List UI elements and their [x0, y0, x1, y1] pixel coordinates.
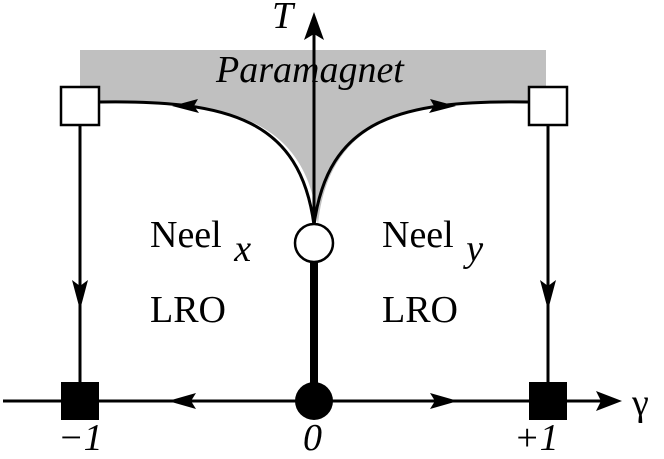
- flow-arrow-axis-left: [168, 393, 196, 409]
- tick-label-plus-one: +1: [514, 417, 559, 459]
- tick-label-zero: 0: [303, 417, 322, 459]
- flow-arrow-left: [172, 99, 199, 113]
- open-square-right: [527, 85, 569, 127]
- flow-arrow-left-down: [72, 280, 88, 310]
- neel-x-label: Neel x: [150, 214, 251, 270]
- paramagnet-label: Paramagnet: [215, 49, 405, 91]
- flow-curve-right: [312, 100, 529, 226]
- open-square-left: [59, 85, 101, 127]
- flow-arrow-right-down: [540, 280, 556, 310]
- flow-curve-left: [99, 100, 316, 226]
- neel-y-subscript: y: [462, 228, 483, 270]
- tick-label-minus-one: −1: [58, 417, 103, 459]
- neel-x-subscript: x: [233, 228, 251, 270]
- filled-square-right: [529, 382, 567, 420]
- neel-y-label: Neel y: [382, 214, 483, 270]
- neel-x-name: Neel: [150, 214, 222, 256]
- gamma-axis-label: γ: [631, 382, 649, 424]
- neel-y-name: Neel: [382, 214, 454, 256]
- filled-square-left: [61, 382, 99, 420]
- filled-circle-origin: [295, 382, 333, 420]
- gamma-axis-arrowhead: [596, 391, 622, 411]
- t-axis-arrowhead: [304, 12, 324, 40]
- t-axis-label: T: [272, 0, 296, 37]
- flow-arrow-right: [429, 99, 456, 113]
- flow-arrow-axis-right: [430, 393, 458, 409]
- open-circle-multicritical: [293, 222, 335, 264]
- lro-right-label: LRO: [382, 289, 458, 331]
- lro-left-label: LRO: [150, 289, 226, 331]
